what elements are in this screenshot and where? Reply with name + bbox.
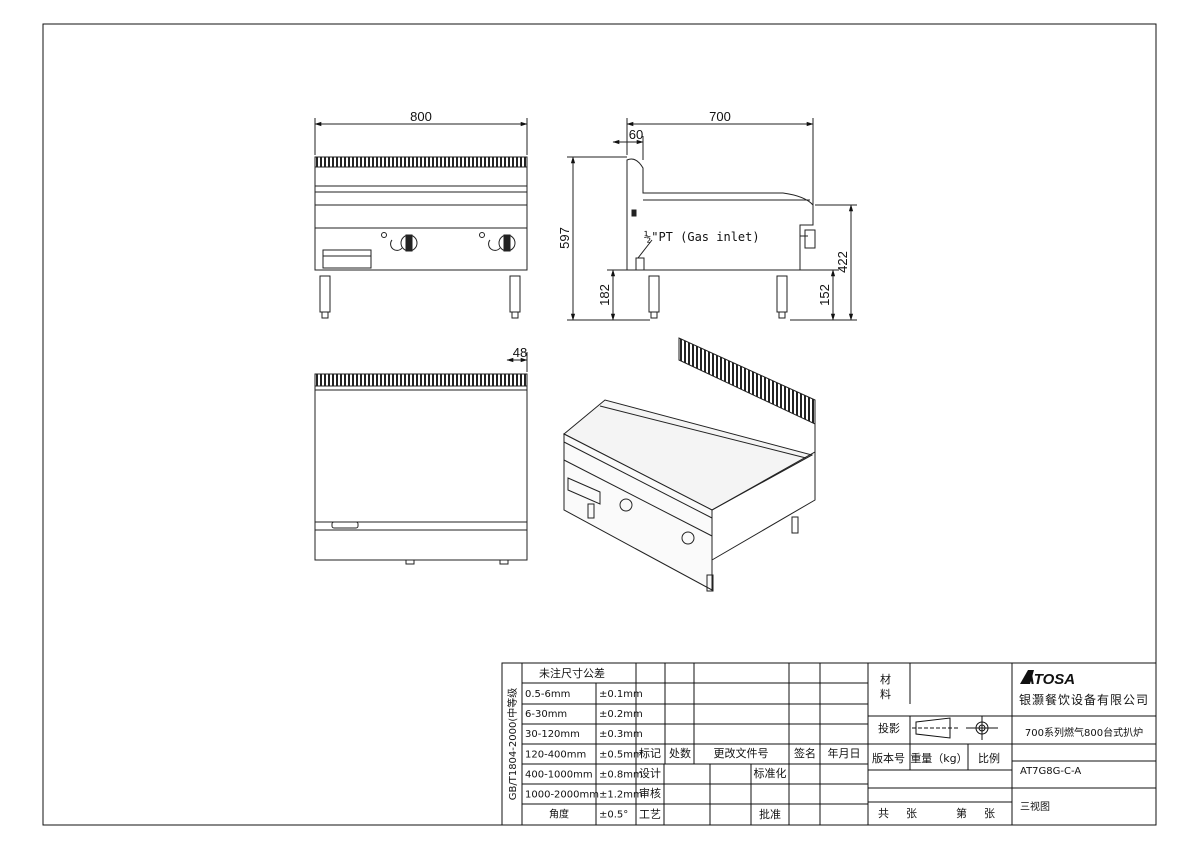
front-width-dim: 800 (410, 109, 432, 124)
rev-header-date: 年月日 (828, 746, 861, 760)
side-right-height-dim: 422 (835, 251, 850, 273)
standardize-label: 标准化 (754, 766, 787, 780)
tolerance-value: ±1.2mm (599, 790, 643, 801)
tolerance-range: 120-400mm (525, 749, 586, 760)
rev-header-mark: 标记 (639, 746, 661, 760)
tolerance-value: ±0.2mm (599, 709, 643, 720)
scale-label: 比例 (978, 751, 1000, 765)
approve-label: 批准 (759, 807, 781, 821)
rev-header-count: 处数 (669, 747, 691, 760)
tolerance-range: 1000-2000mm (525, 790, 599, 801)
front-view (314, 118, 528, 319)
sheets-zhang-1: 张 (906, 807, 917, 820)
side-right-leg-dim: 152 (817, 284, 832, 306)
tolerance-title: 未注尺寸公差 (539, 666, 605, 680)
tolerance-value: ±0.5mm (599, 749, 643, 760)
version-label: 版本号 (872, 751, 905, 765)
material-label-1: 材 (880, 672, 891, 686)
review-label: 审核 (639, 786, 661, 800)
tolerance-range: 30-120mm (525, 729, 580, 740)
side-back-dim: 60 (629, 127, 643, 142)
tolerance-range: 6-30mm (525, 709, 567, 720)
tolerance-value: ±0.5° (599, 810, 628, 821)
title-block (501, 662, 1157, 826)
model-number: AT7G8G-C-A (1020, 766, 1081, 777)
material-label-2: 料 (880, 687, 891, 701)
tolerance-range: 0.5-6mm (525, 689, 570, 700)
company-logo: ATOSA (1020, 670, 1075, 688)
side-depth-dim: 700 (709, 109, 731, 124)
gas-inlet-fraction: ½ (644, 230, 651, 244)
tolerance-value: ±0.8mm (599, 769, 643, 780)
sheets-total-label: 共 (878, 807, 889, 820)
rev-header-sign: 签名 (794, 746, 816, 760)
logo-text: ATOSA (1023, 671, 1075, 688)
tolerance-value: ±0.3mm (599, 729, 643, 740)
design-label: 设计 (639, 767, 661, 780)
tolerance-value: ±0.1mm (599, 689, 643, 700)
rev-header-doc: 更改文件号 (714, 746, 769, 760)
top-view (314, 352, 528, 565)
tolerance-range: 400-1000mm (525, 769, 593, 780)
company-name: 银灏餐饮设备有限公司 (1019, 692, 1149, 707)
side-view (567, 118, 857, 321)
product-name: 700系列燃气800台式扒炉 (1025, 726, 1143, 739)
side-height-dim: 597 (557, 227, 572, 249)
sheets-no-label: 第 (956, 806, 967, 820)
isometric-view (563, 337, 816, 592)
tolerance-range: 角度 (549, 808, 569, 821)
gas-inlet-text: "PT (Gas inlet) (651, 230, 759, 244)
side-leg-dim: 182 (597, 284, 612, 306)
tolerance-table: 0.5-6mm ±0.1mm 6-30mm ±0.2mm 30-120mm ±0.3mm 1… (525, 689, 643, 821)
view-type: 三视图 (1020, 800, 1050, 813)
top-splash-dim: 48 (513, 345, 527, 360)
projection-label: 投影 (878, 721, 900, 735)
sheets-zhang-2: 张 (984, 807, 995, 820)
process-label: 工艺 (639, 808, 661, 821)
gas-inlet-note: ½"PT (Gas inlet) (644, 230, 760, 244)
weight-label: 重量（kg） (910, 751, 967, 765)
tolerance-standard: GB/T1804-2000(中等级 (506, 688, 519, 801)
